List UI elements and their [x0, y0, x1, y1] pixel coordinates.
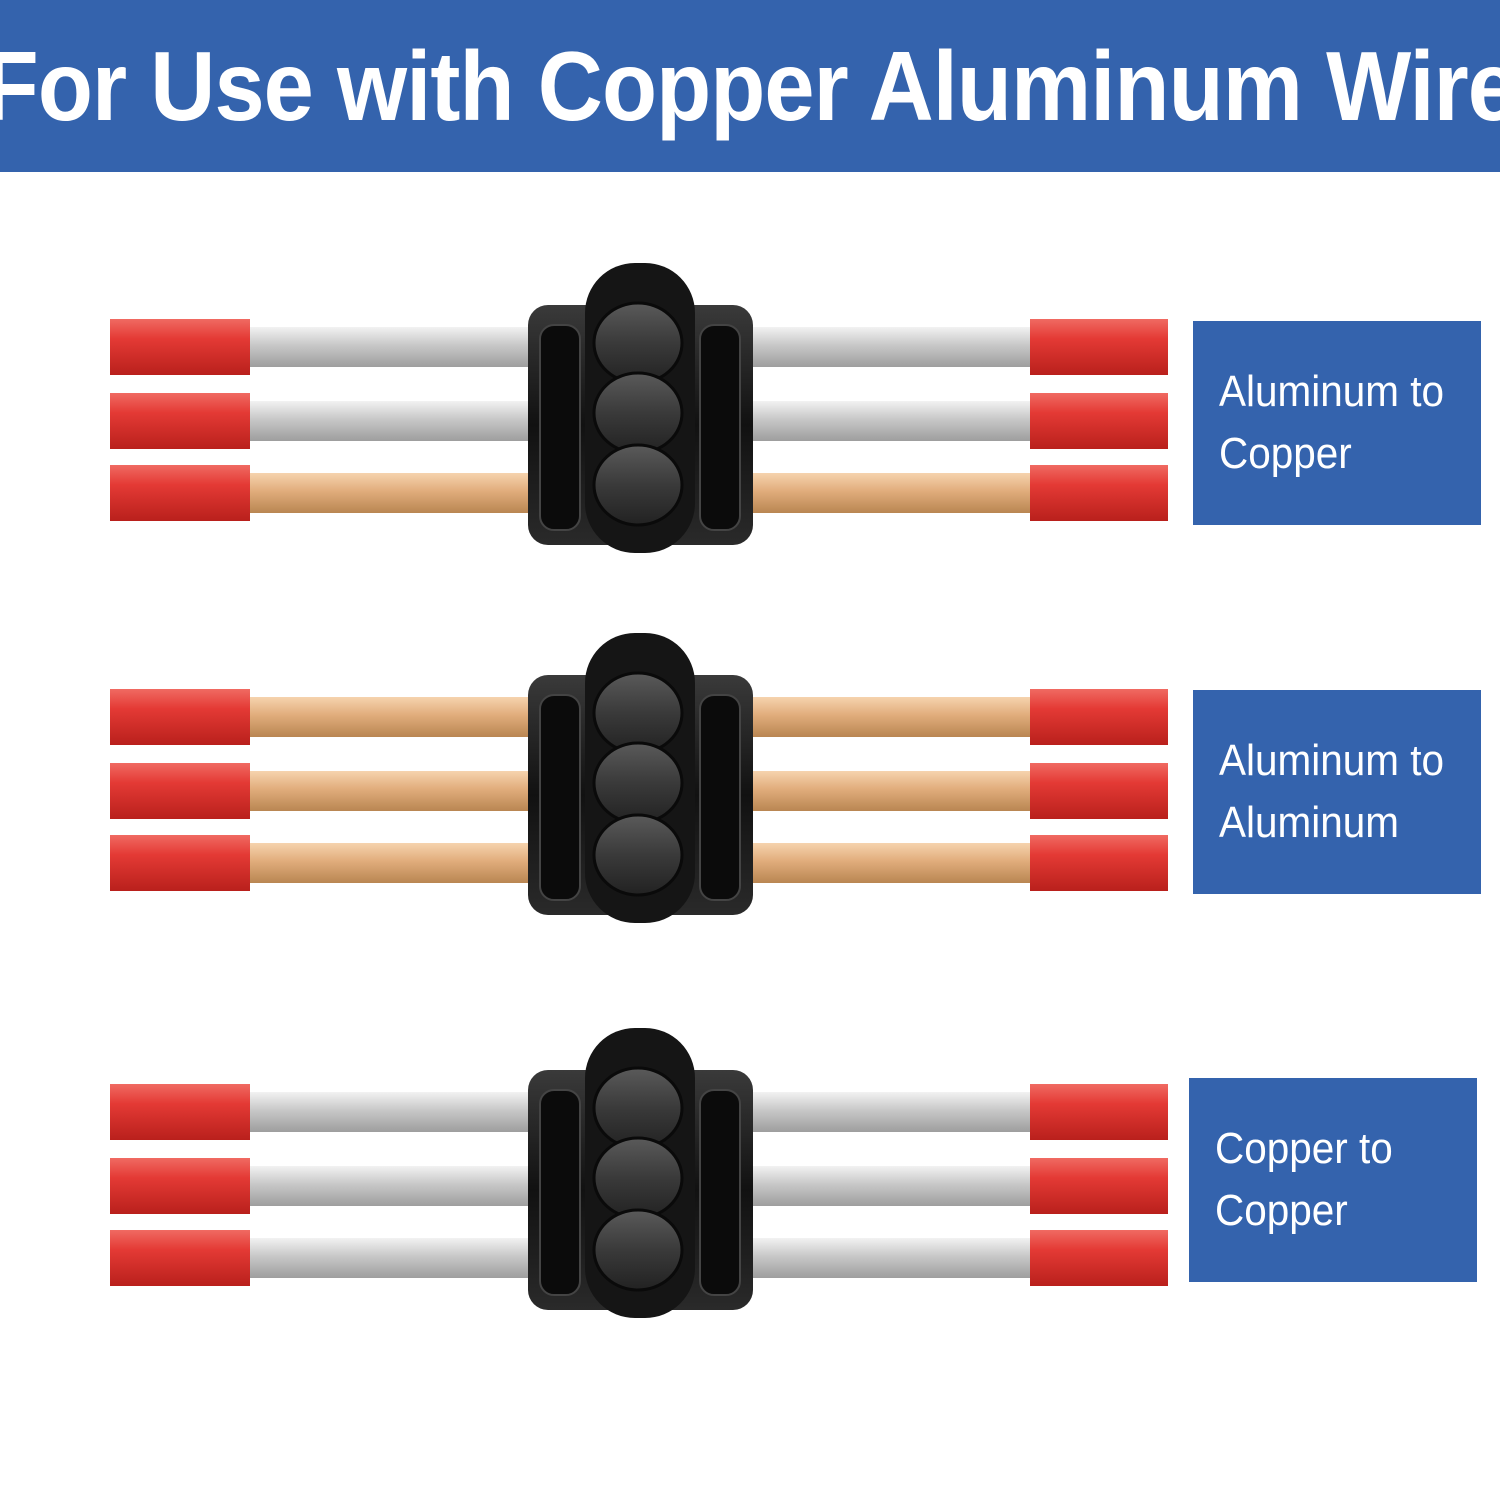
page-title: For Use with Copper Aluminum Wire — [0, 30, 1500, 141]
ferrule-right — [1030, 835, 1168, 891]
wire-left-aluminum — [245, 1238, 535, 1278]
ferrule-left — [110, 1084, 250, 1140]
label-line-2: Copper — [1219, 429, 1352, 478]
ferrule-left — [110, 1230, 250, 1286]
ferrule-left — [110, 393, 250, 449]
connection-row-2: Aluminum to Aluminum — [0, 625, 1500, 925]
label-box-2: Aluminum to Aluminum — [1193, 690, 1481, 894]
label-line-2: Aluminum — [1219, 798, 1399, 847]
wire-right-copper — [745, 843, 1035, 883]
set-screw-cap — [592, 813, 684, 897]
connector-body — [528, 633, 753, 923]
wire-right-copper — [745, 697, 1035, 737]
wire-right-aluminum — [745, 327, 1035, 367]
wire-left-aluminum — [245, 401, 535, 441]
label-box-1: Aluminum to Copper — [1193, 321, 1481, 525]
set-screw-cap — [592, 1066, 684, 1150]
ferrule-right — [1030, 1084, 1168, 1140]
label-line-1: Copper to — [1215, 1124, 1393, 1173]
set-screw-cap — [592, 443, 684, 527]
wire-left-copper — [245, 771, 535, 811]
ferrule-right — [1030, 393, 1168, 449]
set-screw-cap — [592, 371, 684, 455]
wire-left-aluminum — [245, 1092, 535, 1132]
set-screw-cap — [592, 1136, 684, 1220]
label-line-2: Copper — [1215, 1186, 1348, 1235]
ferrule-right — [1030, 465, 1168, 521]
ferrule-right — [1030, 319, 1168, 375]
wire-right-aluminum — [745, 1238, 1035, 1278]
connection-row-1: Aluminum to Copper — [0, 255, 1500, 555]
set-screw-cap — [592, 1208, 684, 1292]
ferrule-right — [1030, 1158, 1168, 1214]
wire-right-aluminum — [745, 1166, 1035, 1206]
wire-right-copper — [745, 473, 1035, 513]
wire-right-copper — [745, 771, 1035, 811]
wire-left-aluminum — [245, 1166, 535, 1206]
connector-assembly-3 — [110, 1028, 1168, 1318]
set-screw-cap — [592, 741, 684, 825]
wire-left-copper — [245, 473, 535, 513]
wire-left-copper — [245, 843, 535, 883]
ferrule-right — [1030, 689, 1168, 745]
connector-body — [528, 1028, 753, 1318]
ferrule-left — [110, 763, 250, 819]
ferrule-left — [110, 689, 250, 745]
connector-body — [528, 263, 753, 553]
ferrule-right — [1030, 763, 1168, 819]
ferrule-right — [1030, 1230, 1168, 1286]
set-screw-cap — [592, 301, 684, 385]
label-line-1: Aluminum to — [1219, 367, 1444, 416]
ferrule-left — [110, 319, 250, 375]
ferrule-left — [110, 465, 250, 521]
label-box-3: Copper to Copper — [1189, 1078, 1477, 1282]
wire-left-copper — [245, 697, 535, 737]
ferrule-left — [110, 835, 250, 891]
wire-right-aluminum — [745, 1092, 1035, 1132]
label-line-1: Aluminum to — [1219, 736, 1444, 785]
connection-row-3: Copper to Copper — [0, 1020, 1500, 1320]
set-screw-cap — [592, 671, 684, 755]
ferrule-left — [110, 1158, 250, 1214]
wire-right-aluminum — [745, 401, 1035, 441]
connector-assembly-1 — [110, 263, 1168, 553]
connector-assembly-2 — [110, 633, 1168, 923]
wire-left-aluminum — [245, 327, 535, 367]
header-banner: For Use with Copper Aluminum Wire — [0, 0, 1500, 172]
